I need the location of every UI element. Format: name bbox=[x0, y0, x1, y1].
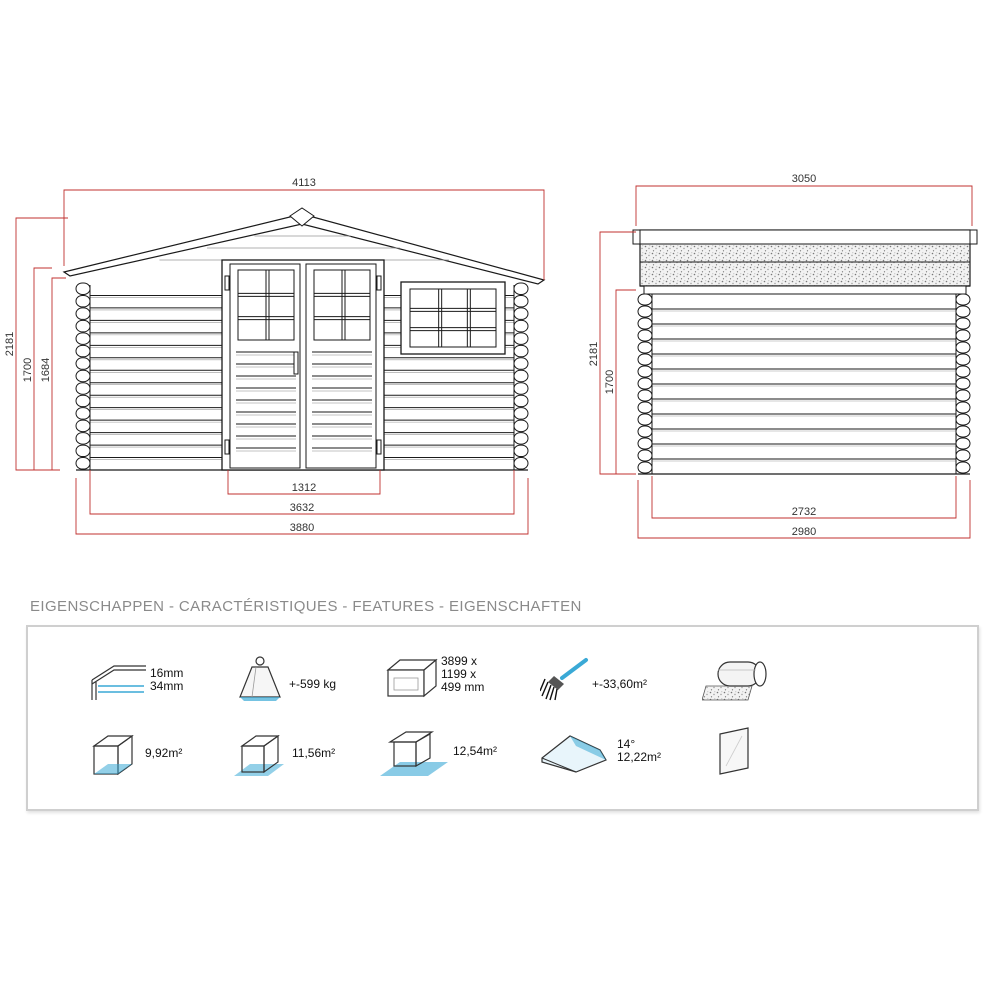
roof-floor-area-value: 12,54m² bbox=[453, 744, 498, 758]
roof-ridge-cap bbox=[289, 207, 315, 227]
package-dimensions: 3899 x 1199 x 499 mm bbox=[441, 654, 485, 694]
side-roof-fascia bbox=[639, 229, 971, 245]
dim-outer-width: 3880 bbox=[290, 522, 314, 534]
paint-area-value: +-33,60m² bbox=[592, 677, 648, 691]
dim-door-width: 1312 bbox=[292, 482, 316, 494]
side-dimension-labels: 3050 2181 1700 2732 2980 bbox=[588, 173, 816, 538]
dim-total-height: 2181 bbox=[4, 332, 16, 356]
side-wall-planks bbox=[652, 308, 956, 462]
glass-pane-icon bbox=[719, 727, 749, 775]
outer-floor-area-icon bbox=[234, 734, 284, 776]
dim-roof-depth: 3050 bbox=[792, 173, 816, 185]
front-dimension-labels: 4113 2181 1700 1684 1312 3632 3880 bbox=[4, 177, 316, 534]
wall-thickness-icon bbox=[91, 665, 146, 700]
inner-floor-area-icon bbox=[92, 734, 134, 776]
package-icon bbox=[386, 658, 438, 698]
dim-inner-depth: 2732 bbox=[792, 506, 816, 518]
features-panel bbox=[26, 625, 979, 811]
front-view bbox=[62, 207, 546, 471]
front-right-log-ends bbox=[513, 282, 529, 470]
side-view bbox=[632, 229, 978, 475]
dim-total-width: 4113 bbox=[292, 177, 316, 189]
dim-wall-height: 1700 bbox=[22, 358, 34, 382]
front-dimensions bbox=[15, 189, 545, 535]
roof-pitch-values: 14° 12,22m² bbox=[617, 737, 662, 764]
roofing-roll-icon bbox=[702, 661, 767, 701]
dim-door-height: 1684 bbox=[40, 358, 52, 382]
outer-floor-area-value: 11,56m² bbox=[292, 746, 336, 760]
weight-icon bbox=[239, 656, 281, 701]
door-window-panes bbox=[237, 269, 371, 341]
features-heading: EIGENSCHAPPEN - CARACTÉRISTIQUES - FEATU… bbox=[30, 598, 582, 615]
weight-value: +-599 kg bbox=[289, 677, 337, 691]
wall-thickness-values: 16mm 34mm bbox=[150, 666, 184, 693]
front-left-log-ends bbox=[75, 282, 91, 470]
side-right-log-ends bbox=[955, 293, 971, 474]
dim-outer-depth: 2980 bbox=[792, 526, 816, 538]
dim-inner-width: 3632 bbox=[290, 502, 314, 514]
roof-floor-area-icon bbox=[380, 731, 448, 776]
technical-drawings: 4113 2181 1700 1684 1312 3632 3880 3050 … bbox=[4, 173, 978, 539]
roof-pitch-icon bbox=[541, 735, 607, 773]
side-left-log-ends bbox=[637, 293, 653, 474]
door-handle bbox=[293, 351, 299, 375]
door-lower-planks bbox=[236, 351, 372, 452]
paint-brush-icon bbox=[540, 658, 588, 701]
side-window-panes bbox=[410, 289, 496, 347]
side-window-sash bbox=[409, 288, 497, 348]
dim-side-wall-height: 1700 bbox=[604, 370, 616, 394]
inner-floor-area-value: 9,92m² bbox=[145, 746, 183, 760]
side-dimensions bbox=[599, 185, 973, 539]
dim-side-total-height: 2181 bbox=[588, 342, 600, 366]
